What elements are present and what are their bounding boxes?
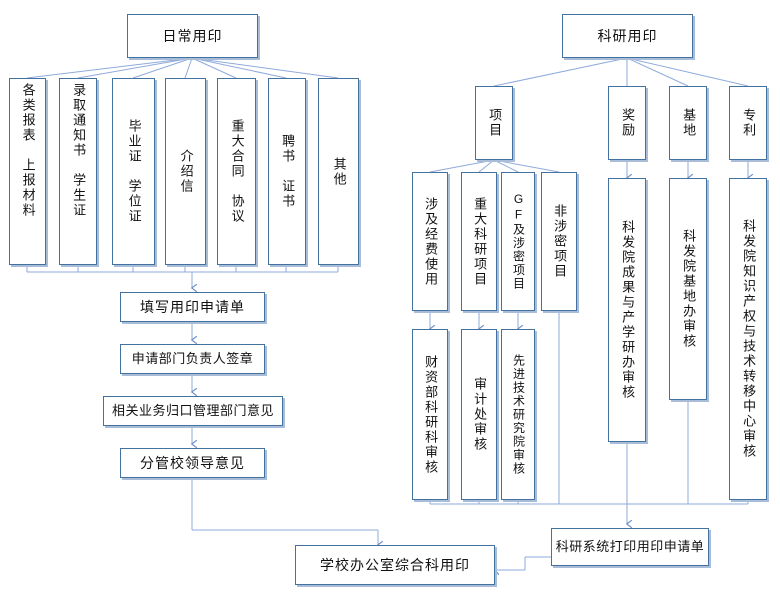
node-label: 填写用印申请单 [140, 298, 245, 315]
node-label: 专利 [741, 108, 757, 138]
node-left-category-7[interactable]: 其他 [318, 78, 359, 265]
node-left-category-6[interactable]: 聘书 证书 [268, 78, 306, 265]
node-label: 奖励 [620, 108, 636, 138]
node-project-review-1[interactable]: 财资部科研科审核 [412, 329, 448, 500]
node-label: 重大科研项目 [472, 196, 488, 287]
node-label: 学校办公室综合科用印 [320, 556, 470, 573]
node-daily-seal-root[interactable]: 日常用印 [127, 14, 258, 58]
node-research-seal-root[interactable]: 科研用印 [562, 14, 693, 58]
node-final-office-seal[interactable]: 学校办公室综合科用印 [295, 545, 495, 585]
node-left-step-1[interactable]: 填写用印申请单 [120, 292, 265, 322]
node-project-review-3[interactable]: 先进技术研究院审核 [501, 329, 535, 500]
node-label: 非涉密项目 [552, 204, 568, 279]
node-award-review[interactable]: 科发院成果与产学研办审核 [608, 178, 646, 442]
node-base-review[interactable]: 科发院基地办审核 [669, 178, 707, 400]
node-label: 项目 [487, 108, 503, 138]
node-right-category-project[interactable]: 项目 [475, 86, 513, 160]
node-project-review-2[interactable]: 审计处审核 [461, 329, 497, 500]
node-label: 聘书 证书 [280, 134, 296, 209]
node-label: 先进技术研究院审核 [511, 353, 526, 476]
node-label: 科发院知识产权与技术转移中心审核 [741, 219, 757, 459]
node-label: 分管校领导意见 [140, 454, 245, 471]
node-left-step-3[interactable]: 相关业务归口管理部门意见 [103, 396, 283, 426]
node-patent-review[interactable]: 科发院知识产权与技术转移中心审核 [729, 178, 767, 500]
node-project-child-1[interactable]: 涉及经费使用 [412, 172, 448, 311]
node-project-child-2[interactable]: 重大科研项目 [461, 172, 497, 311]
node-label: 毕业证 学位证 [126, 119, 142, 224]
node-label: 日常用印 [162, 27, 223, 44]
node-left-category-4[interactable]: 介绍信 [165, 78, 206, 265]
node-label: 涉及经费使用 [423, 196, 439, 287]
node-label: 财资部科研科审核 [423, 354, 439, 475]
node-label: 审计处审核 [472, 377, 488, 452]
node-label: 各类报表 上报材料 [20, 83, 36, 218]
node-label: 录取通知书 学生证 [71, 83, 87, 218]
node-label: 其他 [331, 156, 347, 187]
node-left-category-3[interactable]: 毕业证 学位证 [112, 78, 155, 265]
node-label: 相关业务归口管理部门意见 [111, 403, 274, 419]
node-label: 科研用印 [597, 27, 658, 44]
node-left-category-5[interactable]: 重大合同 协议 [217, 78, 256, 265]
node-left-step-4[interactable]: 分管校领导意见 [120, 448, 265, 478]
node-label: 介绍信 [178, 149, 194, 194]
node-label: GF及涉密项目 [511, 192, 526, 291]
node-label: 科研系统打印用印申请单 [555, 539, 705, 555]
node-research-print-form[interactable]: 科研系统打印用印申请单 [551, 528, 709, 566]
node-label: 重大合同 协议 [229, 119, 245, 224]
node-label: 科发院基地办审核 [681, 229, 697, 349]
node-left-category-2[interactable]: 录取通知书 学生证 [59, 78, 97, 265]
node-project-child-4[interactable]: 非涉密项目 [541, 172, 577, 311]
node-left-step-2[interactable]: 申请部门负责人签章 [120, 344, 265, 374]
node-project-child-3[interactable]: GF及涉密项目 [501, 172, 535, 311]
node-right-category-award[interactable]: 奖励 [608, 86, 646, 160]
node-label: 科发院成果与产学研办审核 [620, 220, 636, 400]
node-label: 基地 [681, 108, 697, 138]
node-left-category-1[interactable]: 各类报表 上报材料 [9, 78, 46, 265]
node-right-category-base[interactable]: 基地 [669, 86, 707, 160]
node-label: 申请部门负责人签章 [131, 351, 254, 367]
node-right-category-patent[interactable]: 专利 [729, 86, 767, 160]
